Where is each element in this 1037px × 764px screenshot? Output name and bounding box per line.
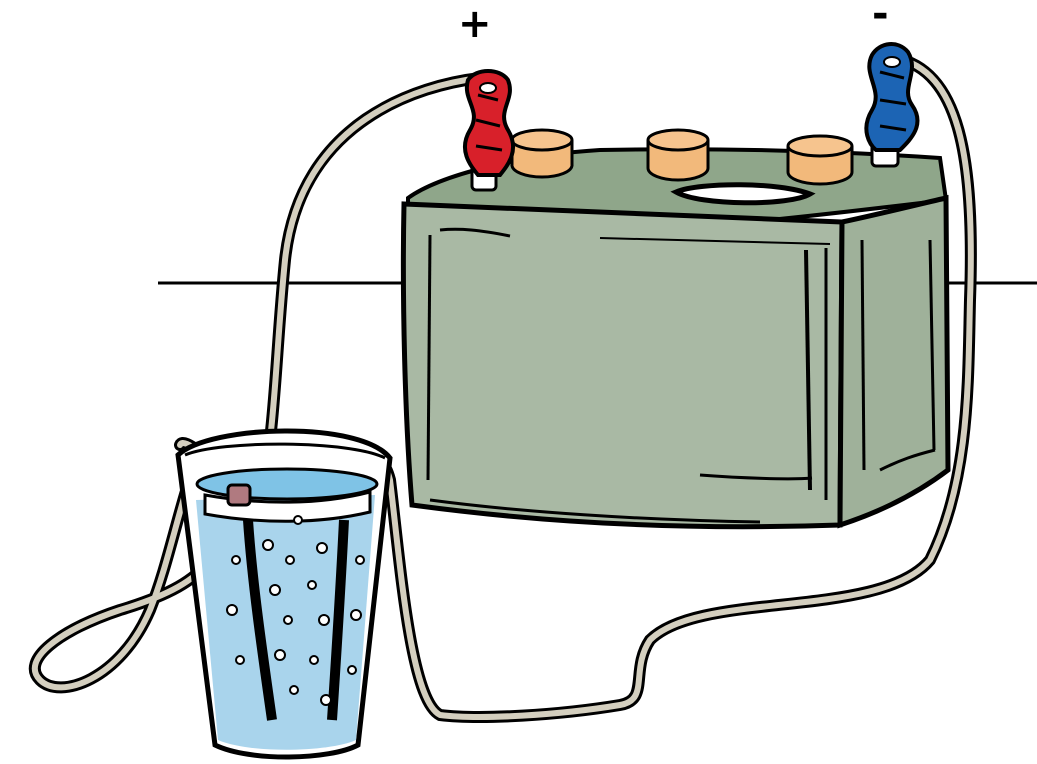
battery-handle [676, 185, 810, 203]
cell-cap-1 [512, 130, 572, 177]
battery [403, 130, 948, 527]
cell-cap-3 [788, 136, 852, 184]
water-surface [197, 469, 377, 499]
cell-cap-2 [648, 130, 708, 180]
beaker [178, 431, 390, 757]
negative-clip [866, 44, 917, 150]
positive-clip [465, 71, 513, 175]
